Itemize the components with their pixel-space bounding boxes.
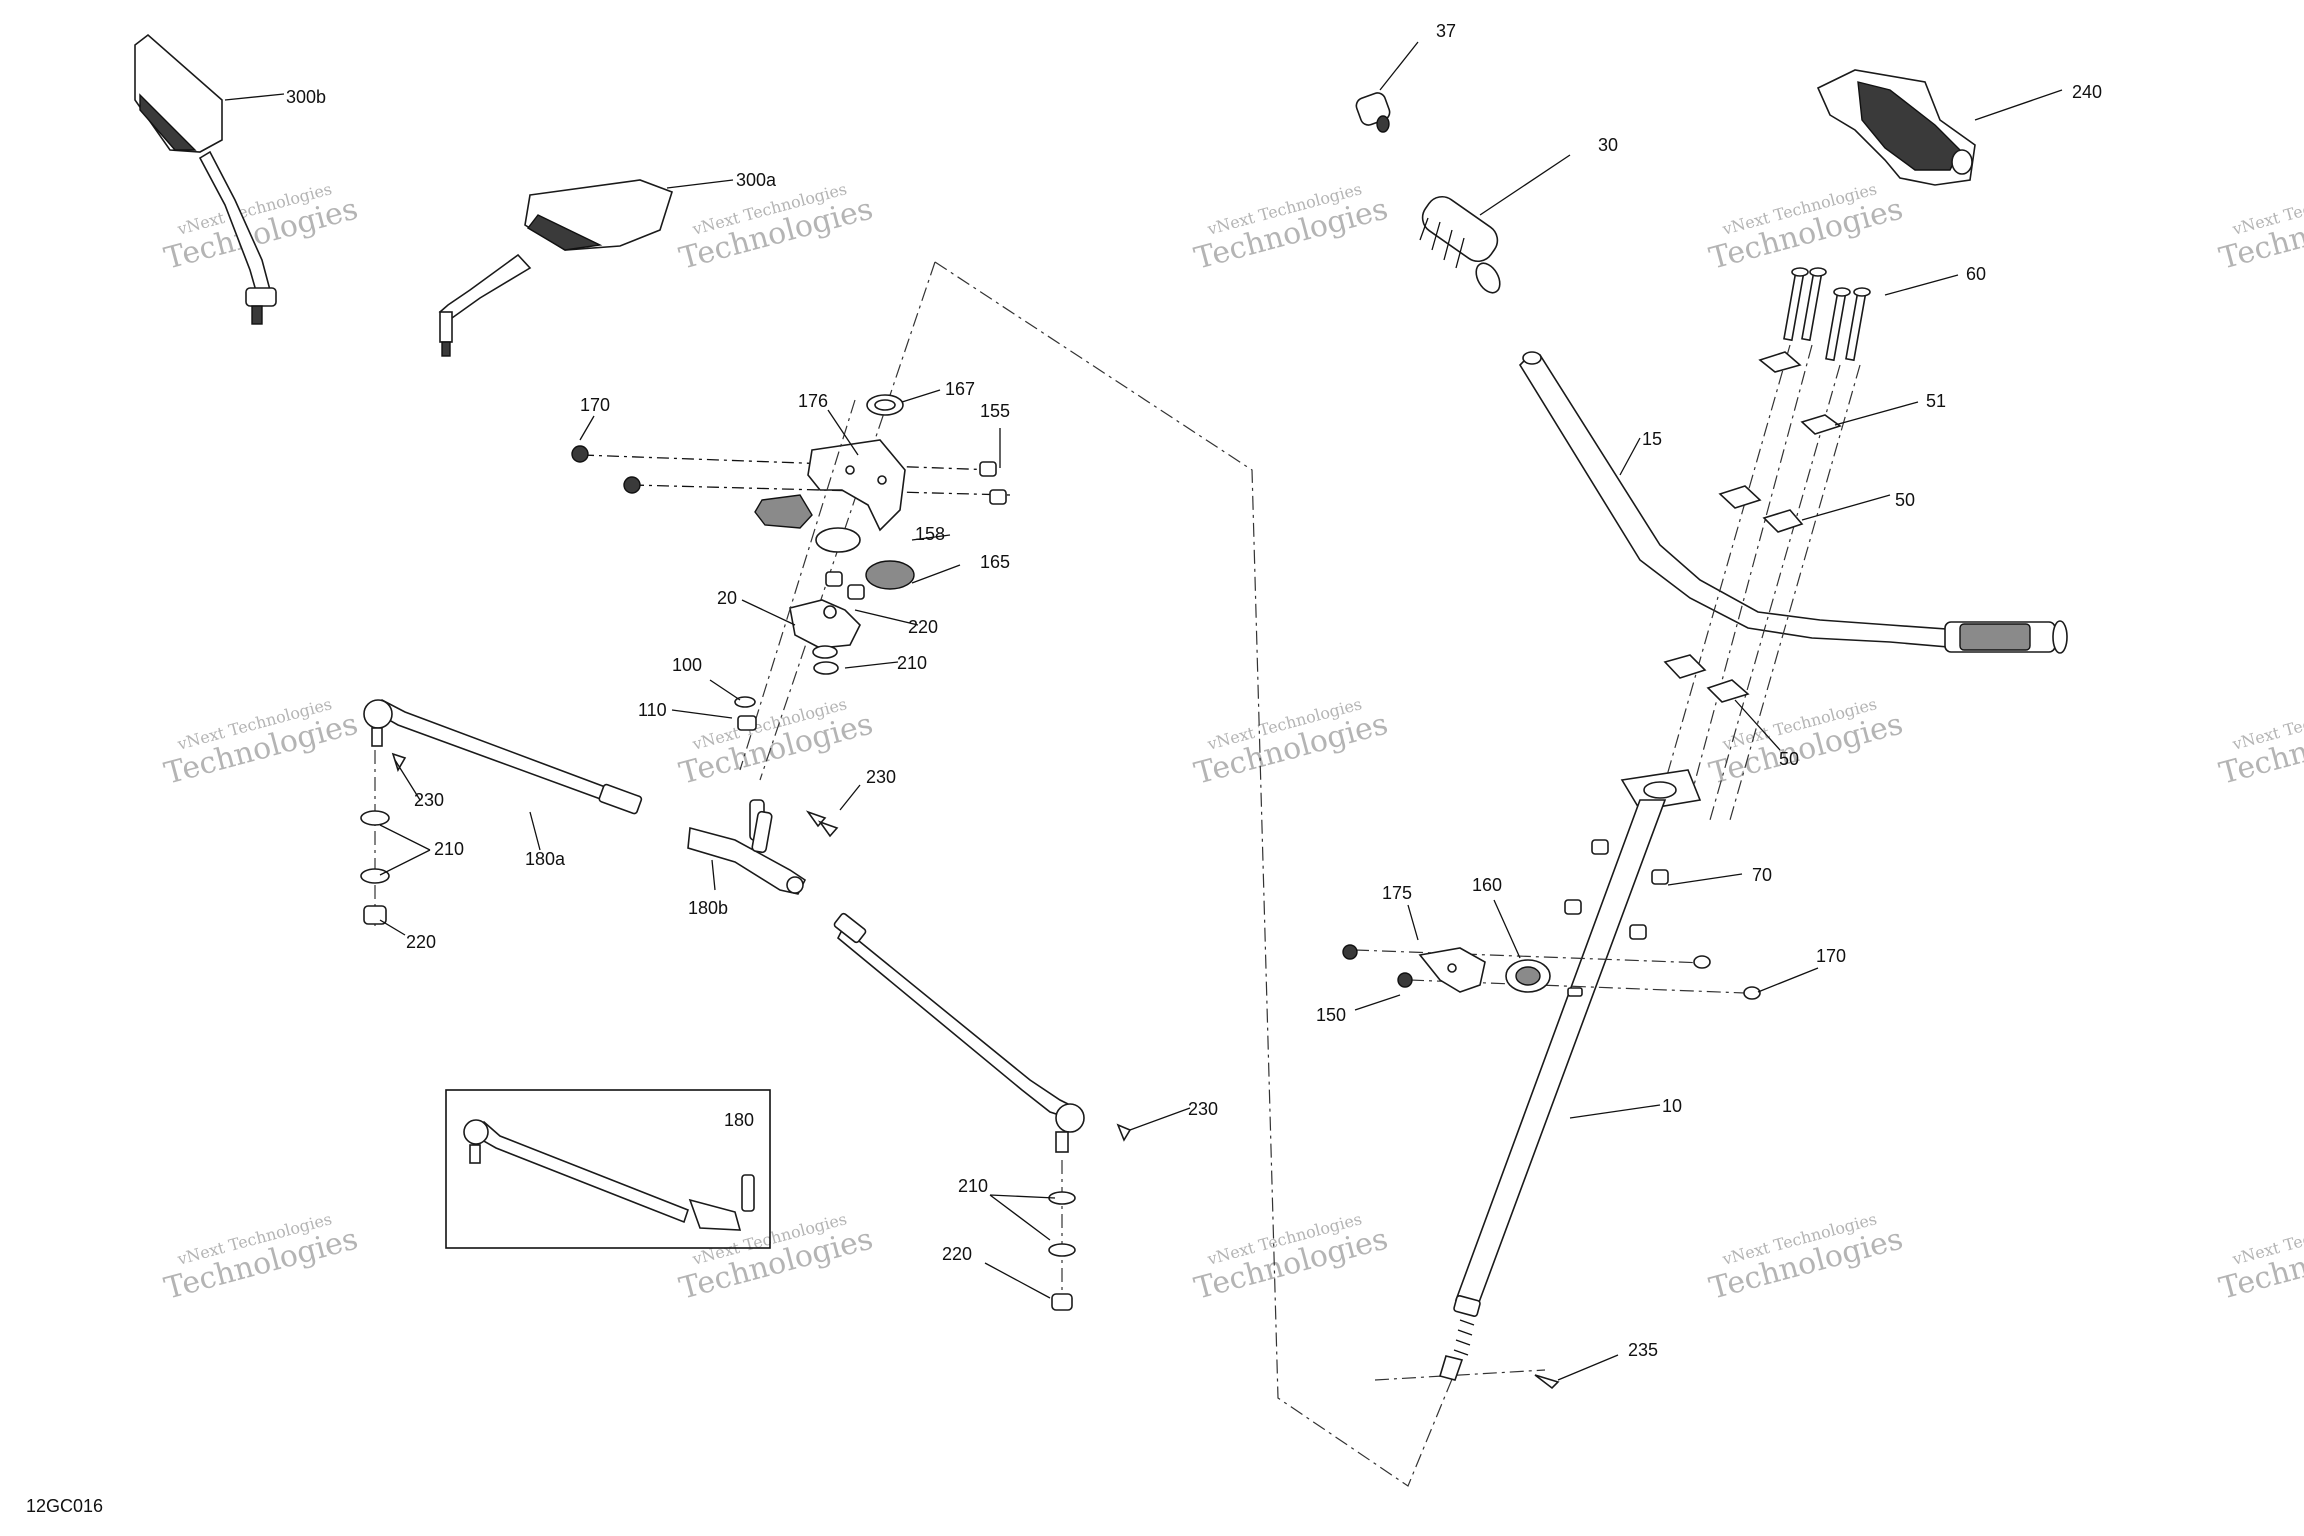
callout-230-right: 230 [1188, 1099, 1218, 1119]
callout-220-upper: 220 [908, 617, 938, 637]
callout-170-left: 170 [580, 395, 610, 415]
mirror-300b [134, 33, 277, 325]
callout-100: 100 [672, 655, 702, 675]
callout-155: 155 [980, 401, 1010, 421]
callout-110: 110 [638, 700, 667, 720]
watermark-r2c3: vNext Technologies Technologies [1191, 694, 1392, 792]
callout-160: 160 [1472, 875, 1502, 895]
callout-175: 175 [1382, 883, 1412, 903]
callout-210-right: 210 [958, 1176, 988, 1196]
callout-220-left: 220 [406, 932, 436, 952]
callout-30: 30 [1598, 135, 1618, 155]
handlebar-grip-end-37 [1355, 92, 1391, 133]
callout-180a: 180a [525, 849, 566, 869]
callout-240: 240 [2072, 82, 2102, 102]
callout-235: 235 [1628, 1340, 1658, 1360]
callout-37: 37 [1436, 21, 1456, 41]
callout-180b: 180b [688, 898, 728, 918]
watermark-r2c5: vNext Technologies Technologies [2216, 694, 2304, 792]
callout-165: 165 [980, 552, 1010, 572]
handlebar-15 [1518, 351, 2068, 654]
assembly-boundary-line [934, 261, 1458, 1487]
steering-column-10 [1438, 769, 1702, 1381]
handlebar-bolts-60 [1659, 267, 1871, 821]
callout-210-upper: 210 [897, 653, 927, 673]
callout-50-lower: 50 [1779, 749, 1799, 769]
callout-15: 15 [1642, 429, 1662, 449]
watermark-r1c4: vNext Technologies Technologies [1706, 179, 1907, 277]
callout-230-left: 230 [414, 790, 444, 810]
tie-rod-180a [363, 699, 643, 815]
tie-rod-center-180b [687, 799, 807, 895]
callout-170-right: 170 [1816, 946, 1846, 966]
watermark-r3c5: vNext Technologies Technologies [2216, 1209, 2304, 1307]
washers-nuts-left [360, 750, 407, 930]
watermark-r2c4: vNext Technologies Technologies [1706, 694, 1907, 792]
cotter-pin-235 [1534, 1374, 1560, 1390]
callout-50-upper: 50 [1895, 490, 1915, 510]
callout-labels: 300b 300a 170 176 167 155 158 165 20 220… [286, 21, 2102, 1360]
callout-60: 60 [1966, 264, 1986, 284]
callout-176: 176 [798, 391, 828, 411]
watermark-r3c3: vNext Technologies Technologies [1191, 1209, 1392, 1307]
handlebar-pad-240 [1816, 69, 1976, 186]
callout-70: 70 [1752, 865, 1772, 885]
mirror-300a [438, 179, 673, 357]
handlebar-clamps [1663, 351, 1842, 703]
column-bushing-160 [1342, 944, 1761, 1000]
callout-leaders [224, 41, 2063, 1381]
callout-220-right: 220 [942, 1244, 972, 1264]
washers-nuts-right [1048, 1123, 1132, 1311]
callout-158: 158 [915, 524, 945, 544]
watermark-r2c1: vNext Technologies Technologies [161, 694, 362, 792]
callout-167: 167 [945, 379, 975, 399]
callout-300b: 300b [286, 87, 326, 107]
steering-axis-line [759, 261, 1546, 1381]
handlebar-grip-30 [1419, 195, 1501, 294]
upper-clamp-assembly [571, 394, 1011, 771]
inset-label: 180 [724, 1110, 754, 1130]
tie-rod-right [833, 912, 1085, 1153]
callout-10: 10 [1662, 1096, 1682, 1116]
watermark-r1c5: vNext Technologies Technologies [2216, 179, 2304, 277]
cotter-pins-center [805, 810, 839, 838]
callout-300a: 300a [736, 170, 777, 190]
watermark-r3c1: vNext Technologies Technologies [161, 1209, 362, 1307]
watermark-r3c4: vNext Technologies Technologies [1706, 1209, 1907, 1307]
inset-180: 180 [445, 1089, 771, 1249]
callout-230-center: 230 [866, 767, 896, 787]
callout-51: 51 [1926, 391, 1946, 411]
watermark-r2c2: vNext Technologies Technologies [676, 694, 877, 792]
diagram-code: 12GC016 [26, 1496, 103, 1516]
callout-150: 150 [1316, 1005, 1346, 1025]
callout-210-left: 210 [434, 839, 464, 859]
callout-20: 20 [717, 588, 737, 608]
watermark-r1c3: vNext Technologies Technologies [1191, 179, 1392, 277]
